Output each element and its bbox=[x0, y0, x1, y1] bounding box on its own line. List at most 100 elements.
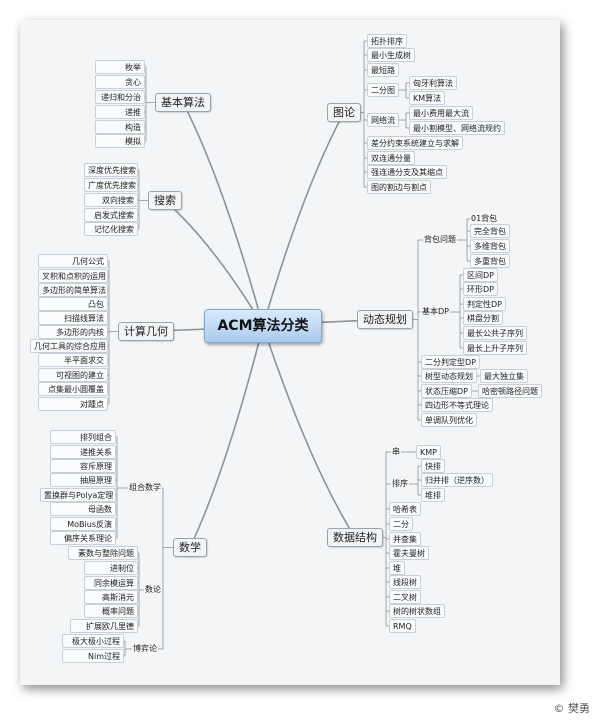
root-node[interactable]: ACM算法分类 bbox=[204, 309, 322, 343]
branch-math[interactable]: 数学 bbox=[173, 538, 207, 557]
leaf-difference-constraints[interactable]: 差分约束系统建立与求解 bbox=[367, 136, 463, 150]
branch-search[interactable]: 搜索 bbox=[148, 191, 182, 210]
leaf-antipodal[interactable]: 对踵点 bbox=[38, 397, 108, 411]
leaf-lis[interactable]: 最长上升子序列 bbox=[463, 341, 527, 355]
leaf-network-flow[interactable]: 网络流 bbox=[367, 113, 399, 127]
leaf-binary-tree[interactable]: 二叉树 bbox=[389, 590, 421, 604]
leaf-heuristic-search[interactable]: 启发式搜索 bbox=[84, 208, 138, 222]
leaf-visibility-graph[interactable]: 可视图的建立 bbox=[38, 368, 108, 382]
leaf-minimax[interactable]: 极大极小过程 bbox=[62, 634, 124, 648]
leaf-cross-dot-product[interactable]: 叉积和点积的运用 bbox=[38, 269, 108, 283]
leaf-topological-sort[interactable]: 拓扑排序 bbox=[367, 34, 407, 48]
leaf-heapsort[interactable]: 堆排 bbox=[421, 488, 445, 502]
leaf-enumeration[interactable]: 枚举 bbox=[95, 60, 145, 74]
leaf-binary-search[interactable]: 二分 bbox=[389, 517, 413, 531]
leaf-bipartite[interactable]: 二分图 bbox=[367, 83, 399, 97]
leaf-hash-table[interactable]: 哈希表 bbox=[389, 502, 421, 516]
leaf-polygon-kernel[interactable]: 多边形的内核 bbox=[38, 325, 108, 339]
leaf-radix[interactable]: 进制位 bbox=[84, 561, 138, 575]
leaf-km[interactable]: KM算法 bbox=[409, 91, 446, 105]
leaf-recurrence[interactable]: 递推 bbox=[95, 105, 145, 119]
leaf-fenwick-tree[interactable]: 树的树状数组 bbox=[389, 604, 445, 618]
leaf-bridges-cut-vertices[interactable]: 图的割边与割点 bbox=[367, 180, 431, 194]
leaf-geometry-tools[interactable]: 几何工具的综合应用 bbox=[30, 339, 108, 353]
leaf-multidim-knapsack[interactable]: 多维背包 bbox=[470, 239, 510, 253]
leaf-extended-euclid[interactable]: 扩展欧几里德 bbox=[70, 619, 138, 633]
leaf-board-partition[interactable]: 棋盘分割 bbox=[463, 311, 503, 325]
leaf-gaussian-elimination[interactable]: 高斯消元 bbox=[84, 590, 138, 604]
sub-branch-string[interactable]: 串 bbox=[392, 447, 400, 456]
branch-dp[interactable]: 动态规划 bbox=[357, 310, 413, 329]
sub-branch-number-theory[interactable]: 数论 bbox=[145, 585, 161, 594]
leaf-segment-tree[interactable]: 线段树 bbox=[389, 575, 421, 589]
leaf-quicksort[interactable]: 快排 bbox=[421, 459, 445, 473]
leaf-union-find[interactable]: 并查集 bbox=[389, 532, 421, 546]
leaf-kmp[interactable]: KMP bbox=[416, 445, 441, 459]
leaf-decision-dp[interactable]: 判定性DP bbox=[463, 297, 506, 311]
leaf-generating-function[interactable]: 母函数 bbox=[50, 502, 116, 516]
leaf-min-cost-max-flow[interactable]: 最小费用最大流 bbox=[409, 106, 473, 120]
branch-basic-algorithms[interactable]: 基本算法 bbox=[155, 93, 211, 112]
leaf-shortest-path[interactable]: 最短路 bbox=[367, 63, 399, 77]
leaf-dfs[interactable]: 深度优先搜索 bbox=[84, 163, 138, 177]
leaf-complete-knapsack[interactable]: 完全背包 bbox=[470, 224, 510, 238]
leaf-scc[interactable]: 强连通分支及其缩点 bbox=[367, 165, 447, 179]
leaf-min-cut[interactable]: 最小割模型、网络流规约 bbox=[409, 121, 505, 135]
leaf-01-knapsack[interactable]: 01背包 bbox=[471, 214, 498, 223]
leaf-binary-decision-dp[interactable]: 二分判定型DP bbox=[421, 355, 480, 369]
root-to-branch-basic-algorithms bbox=[182, 102, 264, 327]
leaf-mergesort[interactable]: 归并排（逆序数） bbox=[421, 473, 493, 487]
leaf-circular-dp[interactable]: 环形DP bbox=[463, 282, 498, 296]
sub-branch-knapsack[interactable]: 背包问题 bbox=[424, 235, 456, 244]
leaf-mobius[interactable]: MoBius反演 bbox=[50, 517, 116, 531]
leaf-bitmask-dp[interactable]: 状态压缩DP bbox=[421, 384, 472, 398]
root-to-branch-math bbox=[189, 325, 264, 548]
leaf-mst[interactable]: 最小生成树 bbox=[367, 48, 415, 62]
leaf-tree-dp[interactable]: 树型动态规划 bbox=[421, 369, 477, 383]
leaf-partial-order[interactable]: 偏序关系理论 bbox=[50, 531, 116, 545]
branch-data-structures[interactable]: 数据结构 bbox=[327, 528, 383, 547]
leaf-prime-divisibility[interactable]: 素数与整除问题 bbox=[68, 546, 138, 560]
branch-geometry[interactable]: 计算几何 bbox=[118, 322, 174, 341]
leaf-convex-hull[interactable]: 凸包 bbox=[38, 297, 108, 311]
branch-graph[interactable]: 图论 bbox=[327, 103, 361, 122]
leaf-max-independent-set[interactable]: 最大独立集 bbox=[480, 369, 528, 383]
leaf-construction[interactable]: 构造 bbox=[95, 120, 145, 134]
leaf-half-plane[interactable]: 半平面求交 bbox=[38, 353, 108, 367]
leaf-memoized-search[interactable]: 记忆化搜索 bbox=[84, 222, 138, 236]
leaf-hamiltonian-path[interactable]: 哈密顿路径问题 bbox=[478, 384, 542, 398]
leaf-min-circle[interactable]: 点集最小圆覆盖 bbox=[38, 382, 108, 396]
leaf-lcs[interactable]: 最长公共子序列 bbox=[463, 326, 527, 340]
root-to-branch-graph bbox=[262, 112, 345, 327]
leaf-permutation[interactable]: 排列组合 bbox=[50, 430, 116, 444]
leaf-monotone-queue[interactable]: 单调队列优化 bbox=[421, 413, 477, 427]
leaf-bounded-knapsack[interactable]: 多重背包 bbox=[470, 254, 510, 268]
leaf-sweep-line[interactable]: 扫描线算法 bbox=[38, 311, 108, 325]
leaf-nim[interactable]: Nim过程 bbox=[62, 649, 124, 663]
sub-branch-game-theory[interactable]: 博弈论 bbox=[133, 644, 157, 653]
leaf-pigeonhole[interactable]: 抽屉原理 bbox=[50, 473, 116, 487]
leaf-hungarian[interactable]: 匈牙利算法 bbox=[409, 76, 457, 90]
leaf-geometry-formula[interactable]: 几何公式 bbox=[38, 254, 108, 268]
sub-branch-combinatorics[interactable]: 组合数学 bbox=[129, 483, 161, 492]
leaf-biconnected[interactable]: 双连通分量 bbox=[367, 151, 415, 165]
sub-branch-sort[interactable]: 排序 bbox=[392, 479, 408, 488]
sub-branch-basic-dp[interactable]: 基本DP bbox=[422, 307, 449, 316]
leaf-quadrangle-inequality[interactable]: 四边形不等式理论 bbox=[421, 398, 493, 412]
leaf-recurrence-relation[interactable]: 递推关系 bbox=[50, 445, 116, 459]
leaf-divide-conquer[interactable]: 递归和分治 bbox=[95, 90, 145, 104]
leaf-huffman-tree[interactable]: 霍夫曼树 bbox=[389, 546, 429, 560]
leaf-greedy[interactable]: 贪心 bbox=[95, 75, 145, 89]
leaf-simulation[interactable]: 模拟 bbox=[95, 134, 145, 148]
leaf-bfs[interactable]: 广度优先搜索 bbox=[84, 178, 138, 192]
leaf-polygon-basics[interactable]: 多边形的简单算法 bbox=[38, 283, 108, 297]
leaf-heap[interactable]: 堆 bbox=[389, 561, 405, 575]
leaf-polya[interactable]: 置换群与Polya定理 bbox=[40, 488, 116, 502]
leaf-inclusion-exclusion[interactable]: 容斥原理 bbox=[50, 459, 116, 473]
leaf-bidirectional-search[interactable]: 双向搜索 bbox=[84, 193, 138, 207]
leaf-probability[interactable]: 概率问题 bbox=[84, 604, 138, 618]
leaf-modular-arithmetic[interactable]: 同余模运算 bbox=[84, 576, 138, 590]
author-credit: © 樊勇 bbox=[553, 702, 591, 715]
leaf-rmq[interactable]: RMQ bbox=[389, 619, 416, 633]
leaf-interval-dp[interactable]: 区间DP bbox=[463, 268, 498, 282]
